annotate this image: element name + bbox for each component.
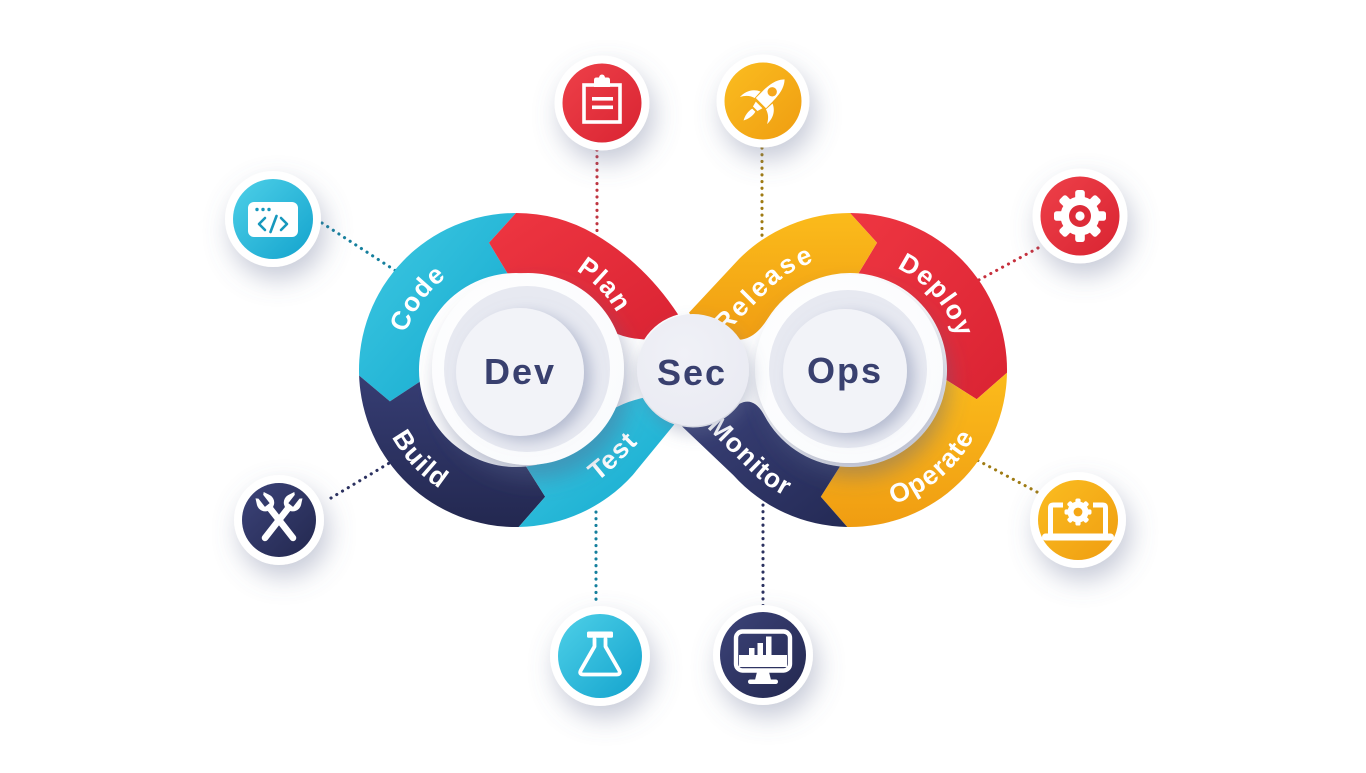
svg-text:Ops: Ops — [807, 350, 883, 391]
svg-text:Dev: Dev — [484, 351, 556, 392]
svg-text:Sec: Sec — [657, 352, 727, 393]
